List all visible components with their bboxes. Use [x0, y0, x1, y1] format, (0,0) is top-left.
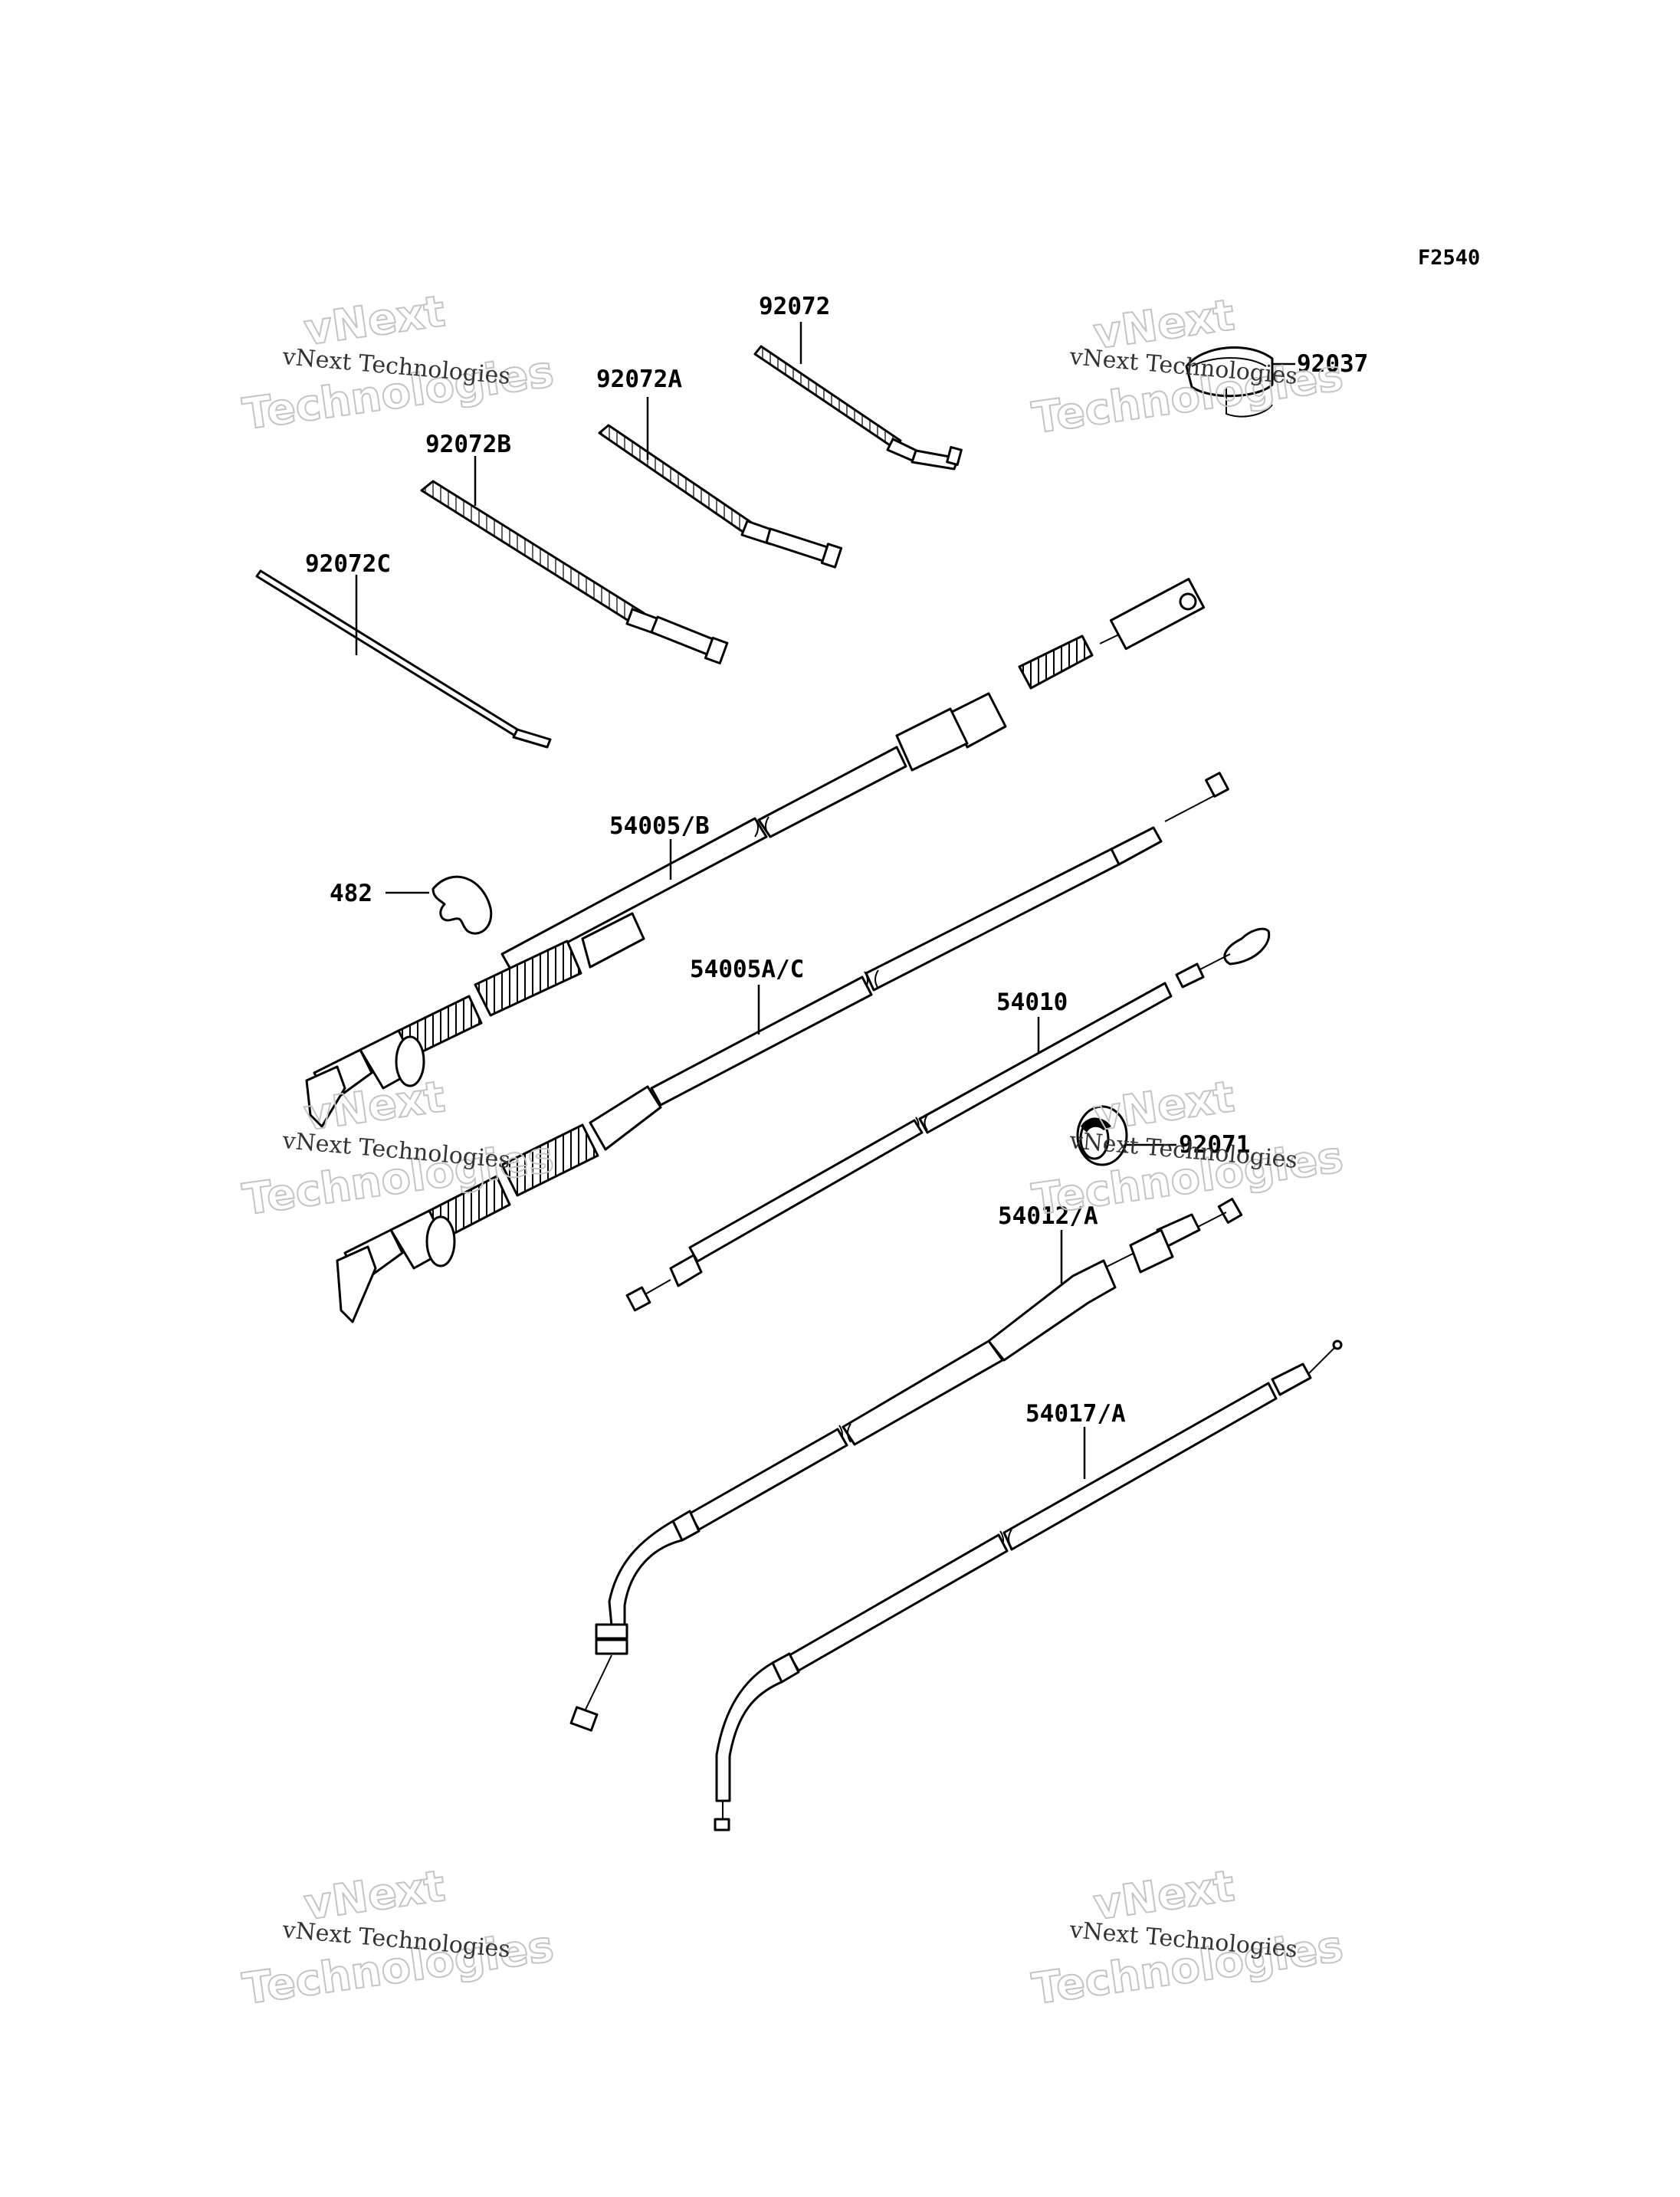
cable-54012a [569, 1198, 1243, 1732]
label-92071: 92071 [1179, 1131, 1250, 1159]
label-92072: 92072 [759, 293, 830, 320]
label-54017a: 54017/A [1025, 1400, 1126, 1428]
watermark-bottom-right: vNext Technologies vNext Technologies [1029, 1861, 1347, 2015]
cable-54005ac [336, 772, 1229, 1323]
cable-54010 [625, 927, 1271, 1312]
clamp-92037 [1185, 346, 1274, 418]
label-92037: 92037 [1297, 350, 1368, 378]
label-482: 482 [330, 880, 372, 907]
cable-tie-92072b [420, 480, 729, 665]
label-92072c: 92072C [305, 550, 391, 578]
cable-tie-92072 [753, 345, 963, 471]
cable-54005b [305, 578, 1206, 1128]
cable-tie-92072c [255, 569, 552, 749]
label-54012a: 54012/A [998, 1202, 1098, 1230]
label-54010: 54010 [996, 989, 1068, 1016]
grommet-92071 [1076, 1105, 1128, 1166]
e-clip-482 [431, 875, 493, 935]
label-54005ac: 54005A/C [690, 956, 804, 983]
watermark-top-right: vNext Technologies vNext Technologies [1029, 290, 1347, 444]
label-54005b: 54005/B [609, 812, 710, 840]
label-92072b: 92072B [425, 431, 511, 458]
watermark-mid-right: vNext Technologies vNext Technologies [1029, 1071, 1347, 1226]
watermark-top-left: vNext Technologies vNext Technologies [239, 286, 557, 441]
cable-54017a [714, 1340, 1343, 1831]
label-92072a: 92072A [596, 366, 682, 393]
watermark-bottom-left: vNext Technologies vNext Technologies [239, 1861, 557, 2015]
watermark-big: vNext [301, 287, 448, 356]
figure-code: F2540 [1418, 246, 1480, 270]
cable-tie-92072a [598, 424, 843, 569]
